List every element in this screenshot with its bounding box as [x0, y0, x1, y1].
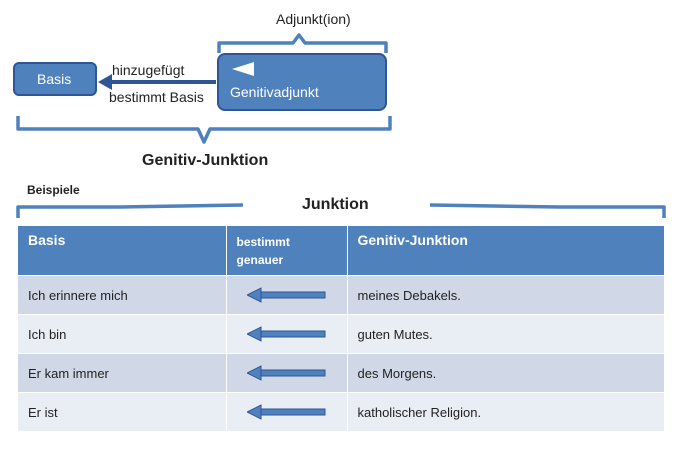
junktion-bracket — [16, 116, 392, 144]
cell-basis: Ich bin — [18, 314, 227, 354]
cell-arrow — [226, 392, 348, 431]
diagram-graphics — [13, 33, 666, 218]
cell-arrow — [226, 314, 348, 354]
junktion-caption: Genitiv-Junktion — [142, 152, 269, 169]
header-genitiv-junktion: Genitiv-Junktion — [347, 226, 664, 276]
basis-box — [13, 62, 97, 96]
cell-basis: Er ist — [18, 392, 227, 431]
examples-label: Beispiele — [27, 183, 80, 197]
table-row: Er ist katholischer Religion. — [18, 392, 664, 431]
cell-basis: Er kam immer — [18, 353, 227, 393]
basis-box-label: Basis — [37, 71, 72, 87]
cell-basis: Ich erinnere mich — [18, 275, 227, 315]
left-arrow-icon — [246, 365, 325, 382]
examples-bracket-left — [16, 203, 244, 218]
left-arrow-icon — [246, 287, 325, 304]
cell-junktion: guten Mutes. — [347, 314, 664, 354]
header-bestimmt: bestimmt genauer — [226, 226, 348, 276]
header-basis: Basis — [18, 226, 227, 276]
cell-arrow — [226, 353, 348, 393]
genitivadjunkt-box-label: Genitivadjunkt — [230, 84, 319, 100]
table-header-row: Basis bestimmt genauer Genitiv-Junktion — [18, 226, 664, 276]
genitivadjunkt-box — [217, 53, 387, 111]
table-row: Ich erinnere mich meines Debakels. — [18, 275, 664, 315]
arrow-head-icon — [98, 74, 112, 90]
cell-arrow — [226, 275, 348, 315]
triangle-icon — [232, 62, 254, 76]
left-arrow-icon — [246, 404, 325, 421]
arrow-top-label: hinzugefügt — [112, 62, 185, 78]
examples-table: Basis bestimmt genauer Genitiv-Junktion … — [18, 226, 664, 431]
cell-junktion: meines Debakels. — [347, 275, 664, 315]
arrow-bottom-label: bestimmt Basis — [109, 89, 204, 105]
table-row: Er kam immer des Morgens. — [18, 353, 664, 393]
table-row: Ich bin guten Mutes. — [18, 314, 664, 354]
left-arrow-icon — [246, 326, 325, 343]
adjunkt-bracket — [217, 33, 388, 53]
cell-junktion: des Morgens. — [347, 353, 664, 393]
cell-junktion: katholischer Religion. — [347, 392, 664, 431]
adjunkt-label: Adjunkt(ion) — [276, 11, 351, 27]
examples-bracket-right — [429, 203, 666, 218]
examples-title: Junktion — [302, 196, 369, 213]
